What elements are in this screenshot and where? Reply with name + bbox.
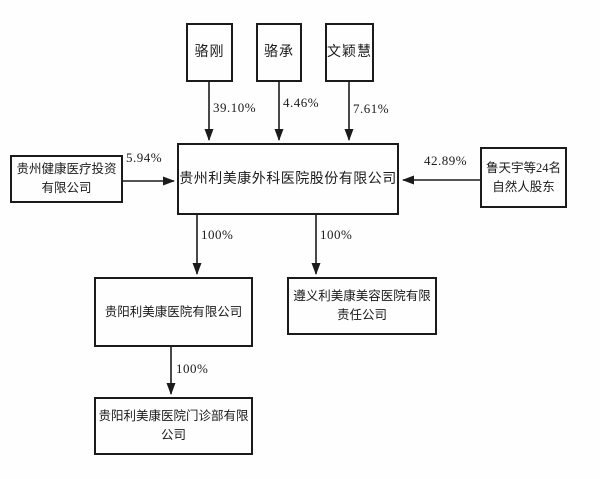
shareholder-name: 骆承: [264, 45, 294, 60]
ownership-label-natural-persons: 42.89%: [424, 153, 468, 168]
company-name: 贵州利美康外科医院股份有限公司: [179, 171, 397, 187]
ownership-label-guiyang-hospital: 100%: [201, 227, 234, 242]
node-shareholder-luocheng: 骆承: [256, 23, 302, 82]
ownership-label-wenyinghui: 7.61%: [353, 101, 390, 116]
node-shareholder-wenyinghui: 文颖慧: [325, 23, 374, 82]
ownership-label-luogang: 39.10%: [213, 100, 257, 115]
company-name: 贵阳利美康医院有限公司: [104, 304, 243, 319]
shareholder-name: 鲁天宇等24名自然人股东: [485, 160, 561, 194]
company-name: 贵阳利美康医院门诊部有限公司: [98, 409, 249, 442]
node-shareholder-guizhou-investment: 贵州健康医疗投资有限公司: [10, 155, 123, 203]
node-subsidiary-guiyang-hospital: 贵阳利美康医院有限公司: [94, 277, 253, 347]
node-shareholder-luogang: 骆刚: [186, 23, 233, 82]
ownership-label-zunyi-hospital: 100%: [320, 227, 353, 242]
shareholder-name: 贵州健康医疗投资有限公司: [16, 162, 117, 195]
node-subsubsidiary-guiyang-clinic: 贵阳利美康医院门诊部有限公司: [94, 397, 253, 455]
ownership-label-guizhou-investment: 5.94%: [126, 150, 163, 165]
ownership-label-guiyang-clinic: 100%: [176, 361, 209, 376]
shareholder-name: 骆刚: [194, 45, 225, 60]
ownership-label-luocheng: 4.46%: [283, 95, 320, 110]
node-shareholder-natural-persons: 鲁天宇等24名自然人股东: [480, 147, 567, 208]
node-subsidiary-zunyi-hospital: 遵义利美康美容医院有限责任公司: [287, 277, 437, 335]
company-name: 遵义利美康美容医院有限责任公司: [293, 289, 431, 322]
node-parent-company: 贵州利美康外科医院股份有限公司: [177, 143, 399, 215]
shareholder-name: 文颖慧: [327, 45, 372, 60]
